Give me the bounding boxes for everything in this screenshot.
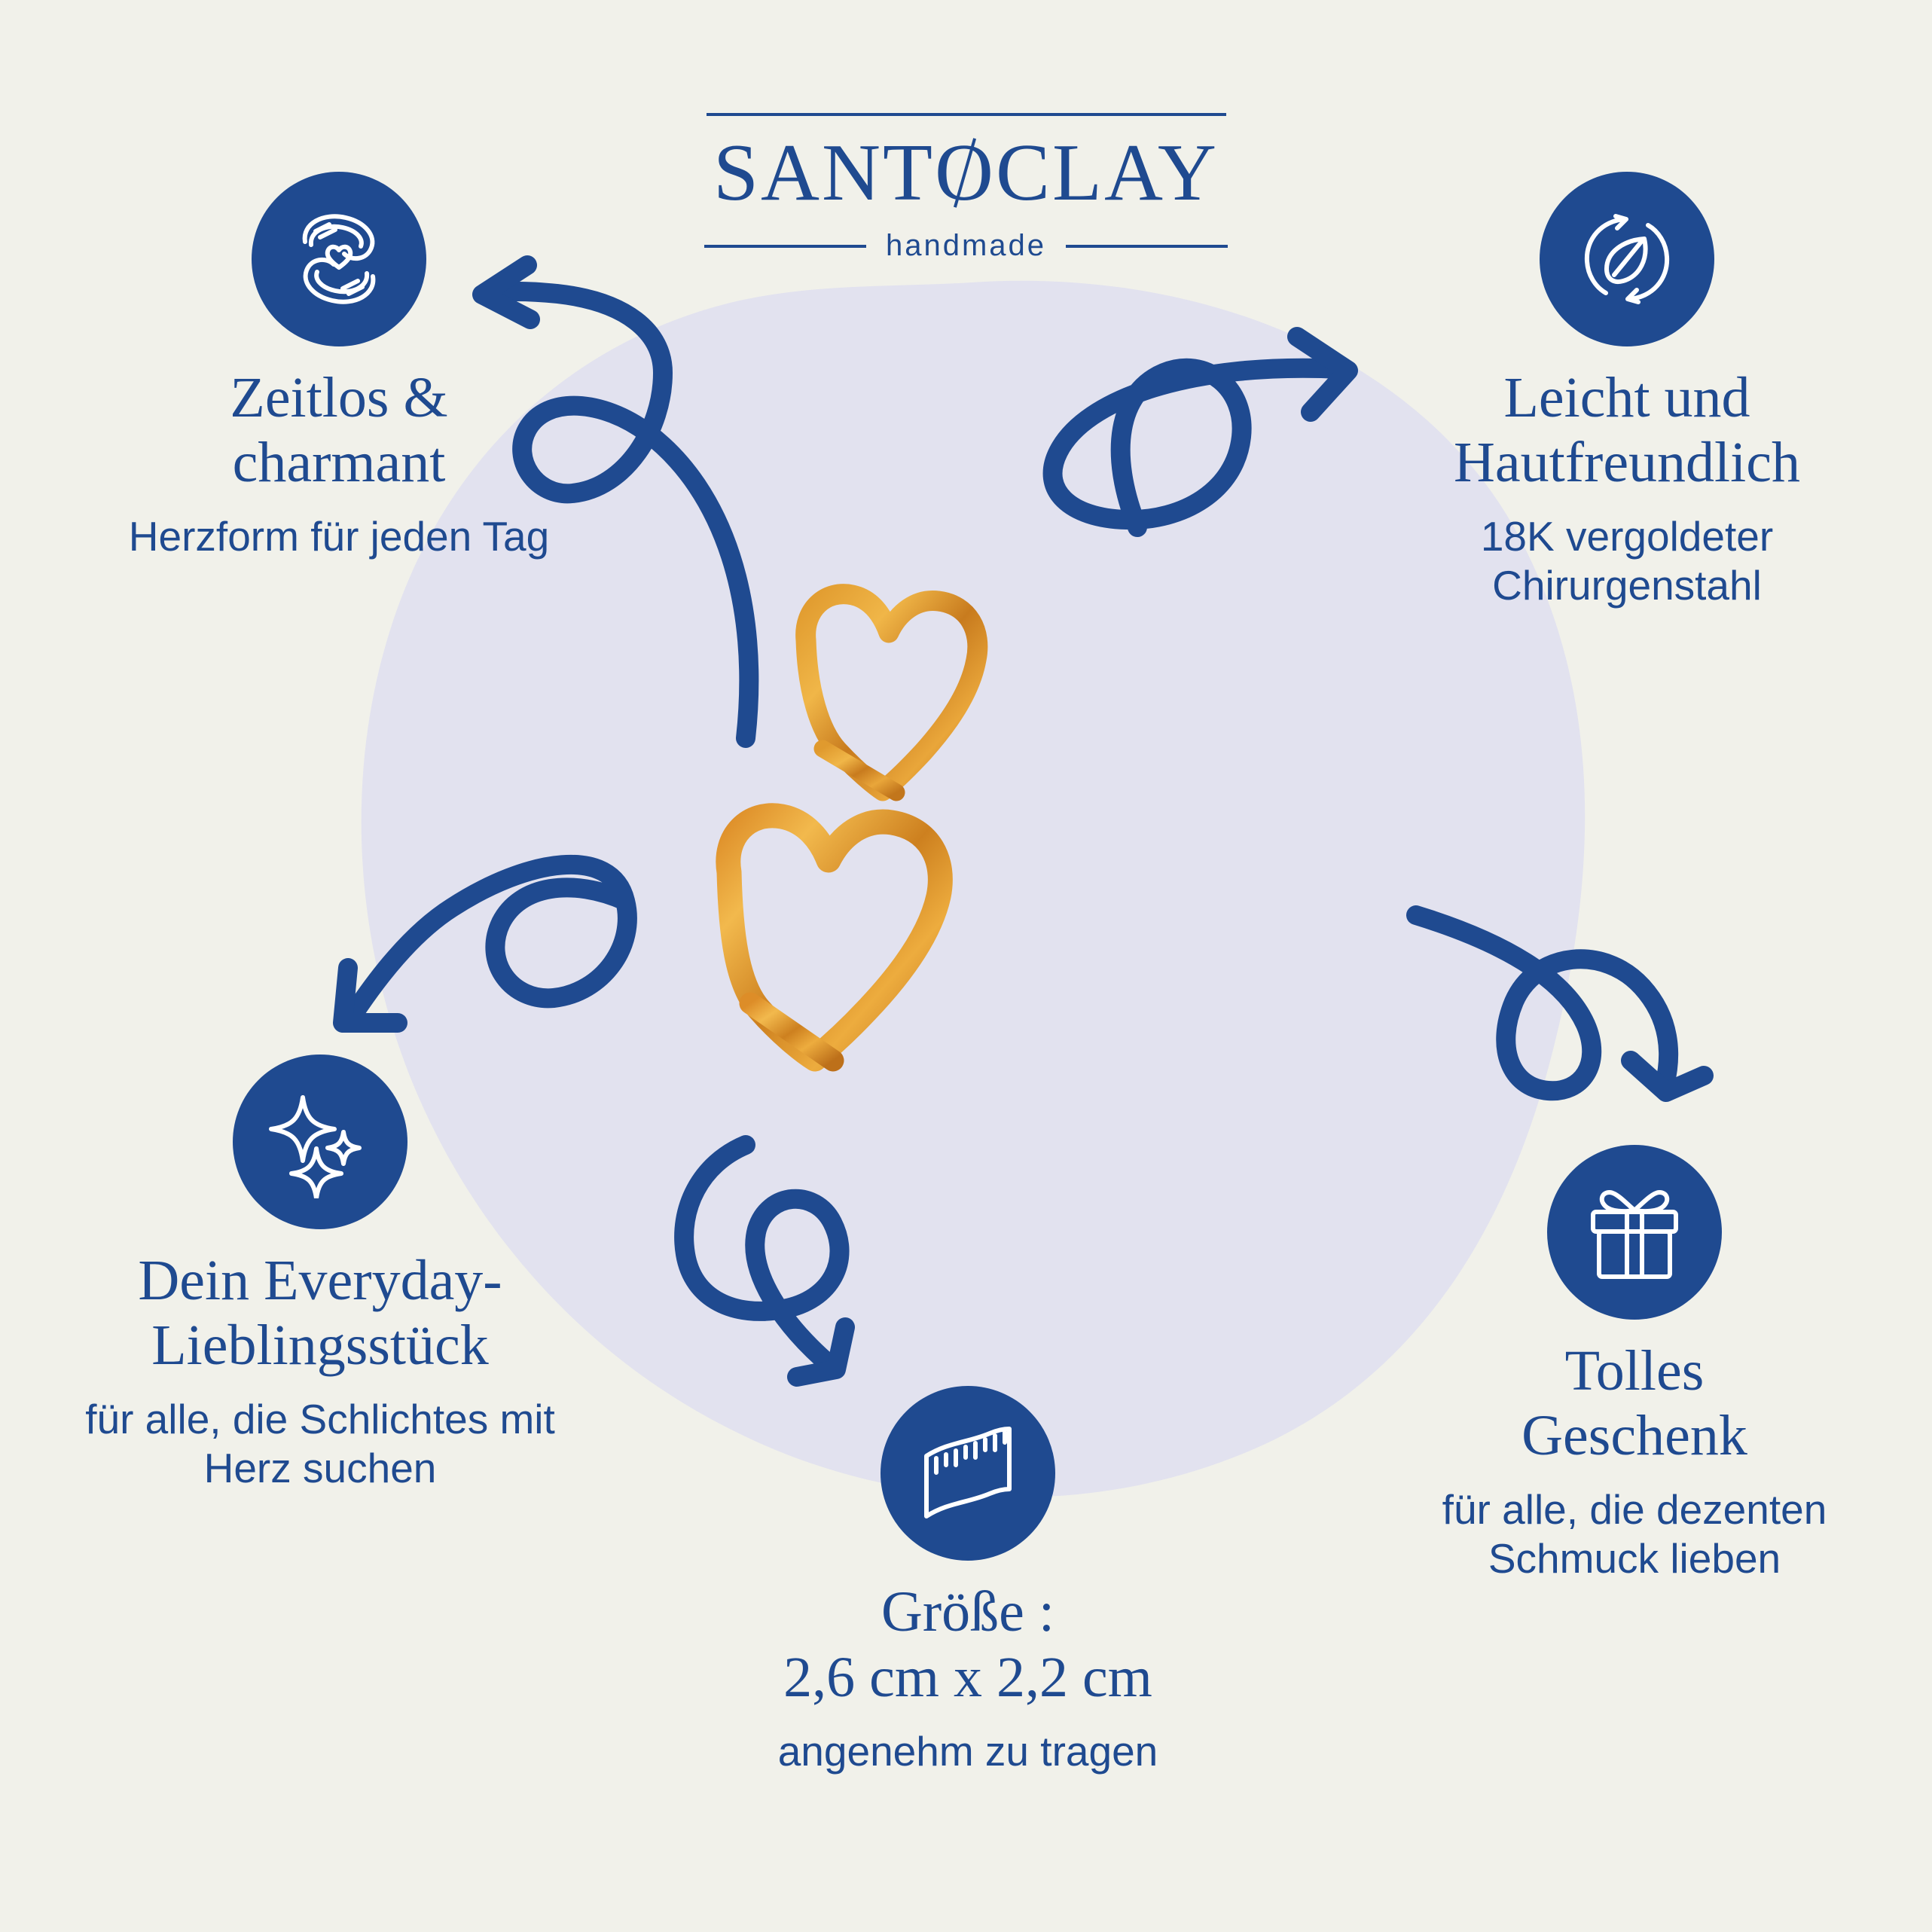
feature-everyday: Dein Everyday- Lieblingsstück für alle, … xyxy=(34,1055,606,1493)
hands-holding-heart-badge xyxy=(252,172,426,346)
arrow-to-gift xyxy=(1406,905,1714,1102)
gold-heart-hoop-earrings xyxy=(716,584,988,1072)
feature-title: Dein Everyday- Lieblingsstück xyxy=(138,1249,502,1377)
eco-recycle-leaf-icon xyxy=(1584,214,1670,304)
feature-title: Tolles Geschenk xyxy=(1521,1339,1747,1467)
feature-title: Größe : xyxy=(881,1580,1055,1644)
arrow-to-size xyxy=(674,1135,855,1387)
brand-slashed-o-icon: O xyxy=(934,128,996,218)
logo-tagline-row: handmade xyxy=(695,229,1238,263)
feature-subtitle: angenehm zu tragen xyxy=(777,1728,1158,1775)
brand-name-part1: SANT xyxy=(713,128,935,218)
measuring-tape-badge xyxy=(881,1386,1055,1561)
feature-skin-friendly: Leicht und Hautfreundlich 18K vergoldete… xyxy=(1348,172,1906,610)
arrow-to-skin xyxy=(1042,327,1358,537)
feature-title: Zeitlos & charmant xyxy=(230,366,448,494)
feature-gift: Tolles Geschenk für alle, die dezenten S… xyxy=(1356,1145,1913,1583)
logo-rule-right xyxy=(1066,244,1228,248)
logo-top-rule xyxy=(706,113,1226,116)
brand-wordmark: SANTOCLAY xyxy=(695,133,1238,214)
sparkles-badge xyxy=(233,1055,407,1229)
sparkles-icon xyxy=(269,1095,362,1198)
feature-subtitle: für alle, die Schlichtes mit Herz suchen xyxy=(85,1395,555,1491)
gift-box-icon xyxy=(1591,1190,1678,1279)
hands-holding-heart-icon xyxy=(302,214,376,304)
brand-name-part2: CLAY xyxy=(995,128,1219,218)
brand-tagline: handmade xyxy=(885,229,1047,262)
brand-logo: SANTOCLAY handmade xyxy=(695,113,1238,263)
gift-box-badge xyxy=(1547,1145,1722,1320)
eco-recycle-leaf-badge xyxy=(1540,172,1714,346)
feature-title: Leicht und Hautfreundlich xyxy=(1453,366,1801,494)
feature-subtitle: 18K vergoldeter Chirurgenstahl xyxy=(1480,512,1774,609)
feature-size-value: 2,6 cm x 2,2 cm xyxy=(783,1645,1152,1709)
feature-subtitle: für alle, die dezenten Schmuck lieben xyxy=(1442,1485,1827,1582)
logo-rule-left xyxy=(704,244,866,248)
feature-subtitle: Herzform für jeden Tag xyxy=(128,512,550,560)
measuring-tape-icon xyxy=(924,1427,1012,1518)
feature-size: Größe : 2,6 cm x 2,2 cm angenehm zu trag… xyxy=(704,1386,1232,1776)
feature-timeless: Zeitlos & charmant Herzform für jeden Ta… xyxy=(90,172,588,561)
arrow-to-everyday xyxy=(333,854,637,1033)
